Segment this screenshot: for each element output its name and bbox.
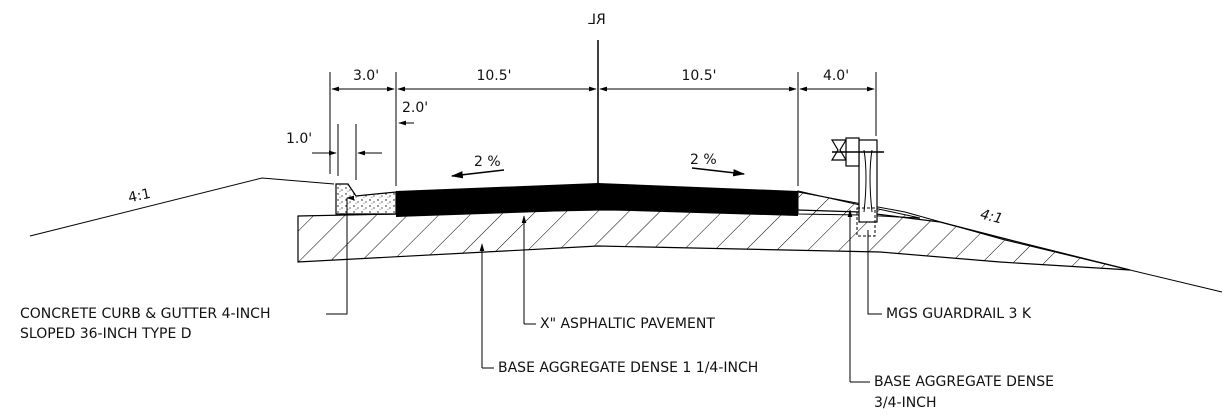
right-slope-arrow — [691, 167, 746, 177]
callout-curb-line2: SLOPED 36-INCH TYPE D — [20, 326, 192, 342]
base-aggregate-coarse-layer — [297, 209, 1131, 271]
right-foreslope-label: 4:1 — [979, 207, 1005, 228]
dim-gutter-label: 2.0' — [402, 100, 428, 116]
guardrail-post — [858, 139, 878, 223]
dim-left-shoulder-label: 3.0' — [353, 68, 379, 84]
left-slope-arrow — [450, 169, 505, 179]
dim-curb-label: 1.0' — [286, 131, 312, 147]
leader-guardrail — [867, 230, 882, 315]
callout-guardrail: MGS GUARDRAIL 3 K — [886, 306, 1032, 322]
callout-curb-line1: CONCRETE CURB & GUTTER 4-INCH — [20, 306, 270, 322]
base-aggregate-fine-wedge — [797, 190, 921, 219]
callout-base-coarse: BASE AGGREGATE DENSE 1 1/4-INCH — [498, 360, 758, 376]
left-foreslope-label: 4:1 — [127, 186, 152, 206]
dim-right-shoulder-label: 4.0' — [823, 68, 849, 84]
left-slope-label: 2 % — [474, 154, 501, 170]
dim-left-lane-label: 10.5' — [476, 68, 511, 84]
guardrail-assembly — [830, 137, 884, 237]
callout-pavement: X" ASPHALTIC PAVEMENT — [540, 316, 715, 332]
dim-right-lane-label: 10.5' — [681, 68, 716, 84]
guardrail-post-embed — [856, 207, 876, 237]
concrete-curb-gutter — [335, 183, 397, 215]
callout-base-fine-line2: 3/4-INCH — [874, 395, 937, 411]
guardrail-w-beam — [830, 139, 848, 161]
leader-curb — [326, 198, 348, 315]
asphaltic-pavement-layer — [396, 183, 798, 217]
right-slope-label: 2 % — [690, 152, 717, 168]
centerline-label: RL — [588, 12, 606, 28]
callout-base-fine-line1: BASE AGGREGATE DENSE — [874, 374, 1054, 390]
left-foreslope-line — [29, 177, 335, 237]
guardrail-post-grain — [863, 149, 873, 213]
